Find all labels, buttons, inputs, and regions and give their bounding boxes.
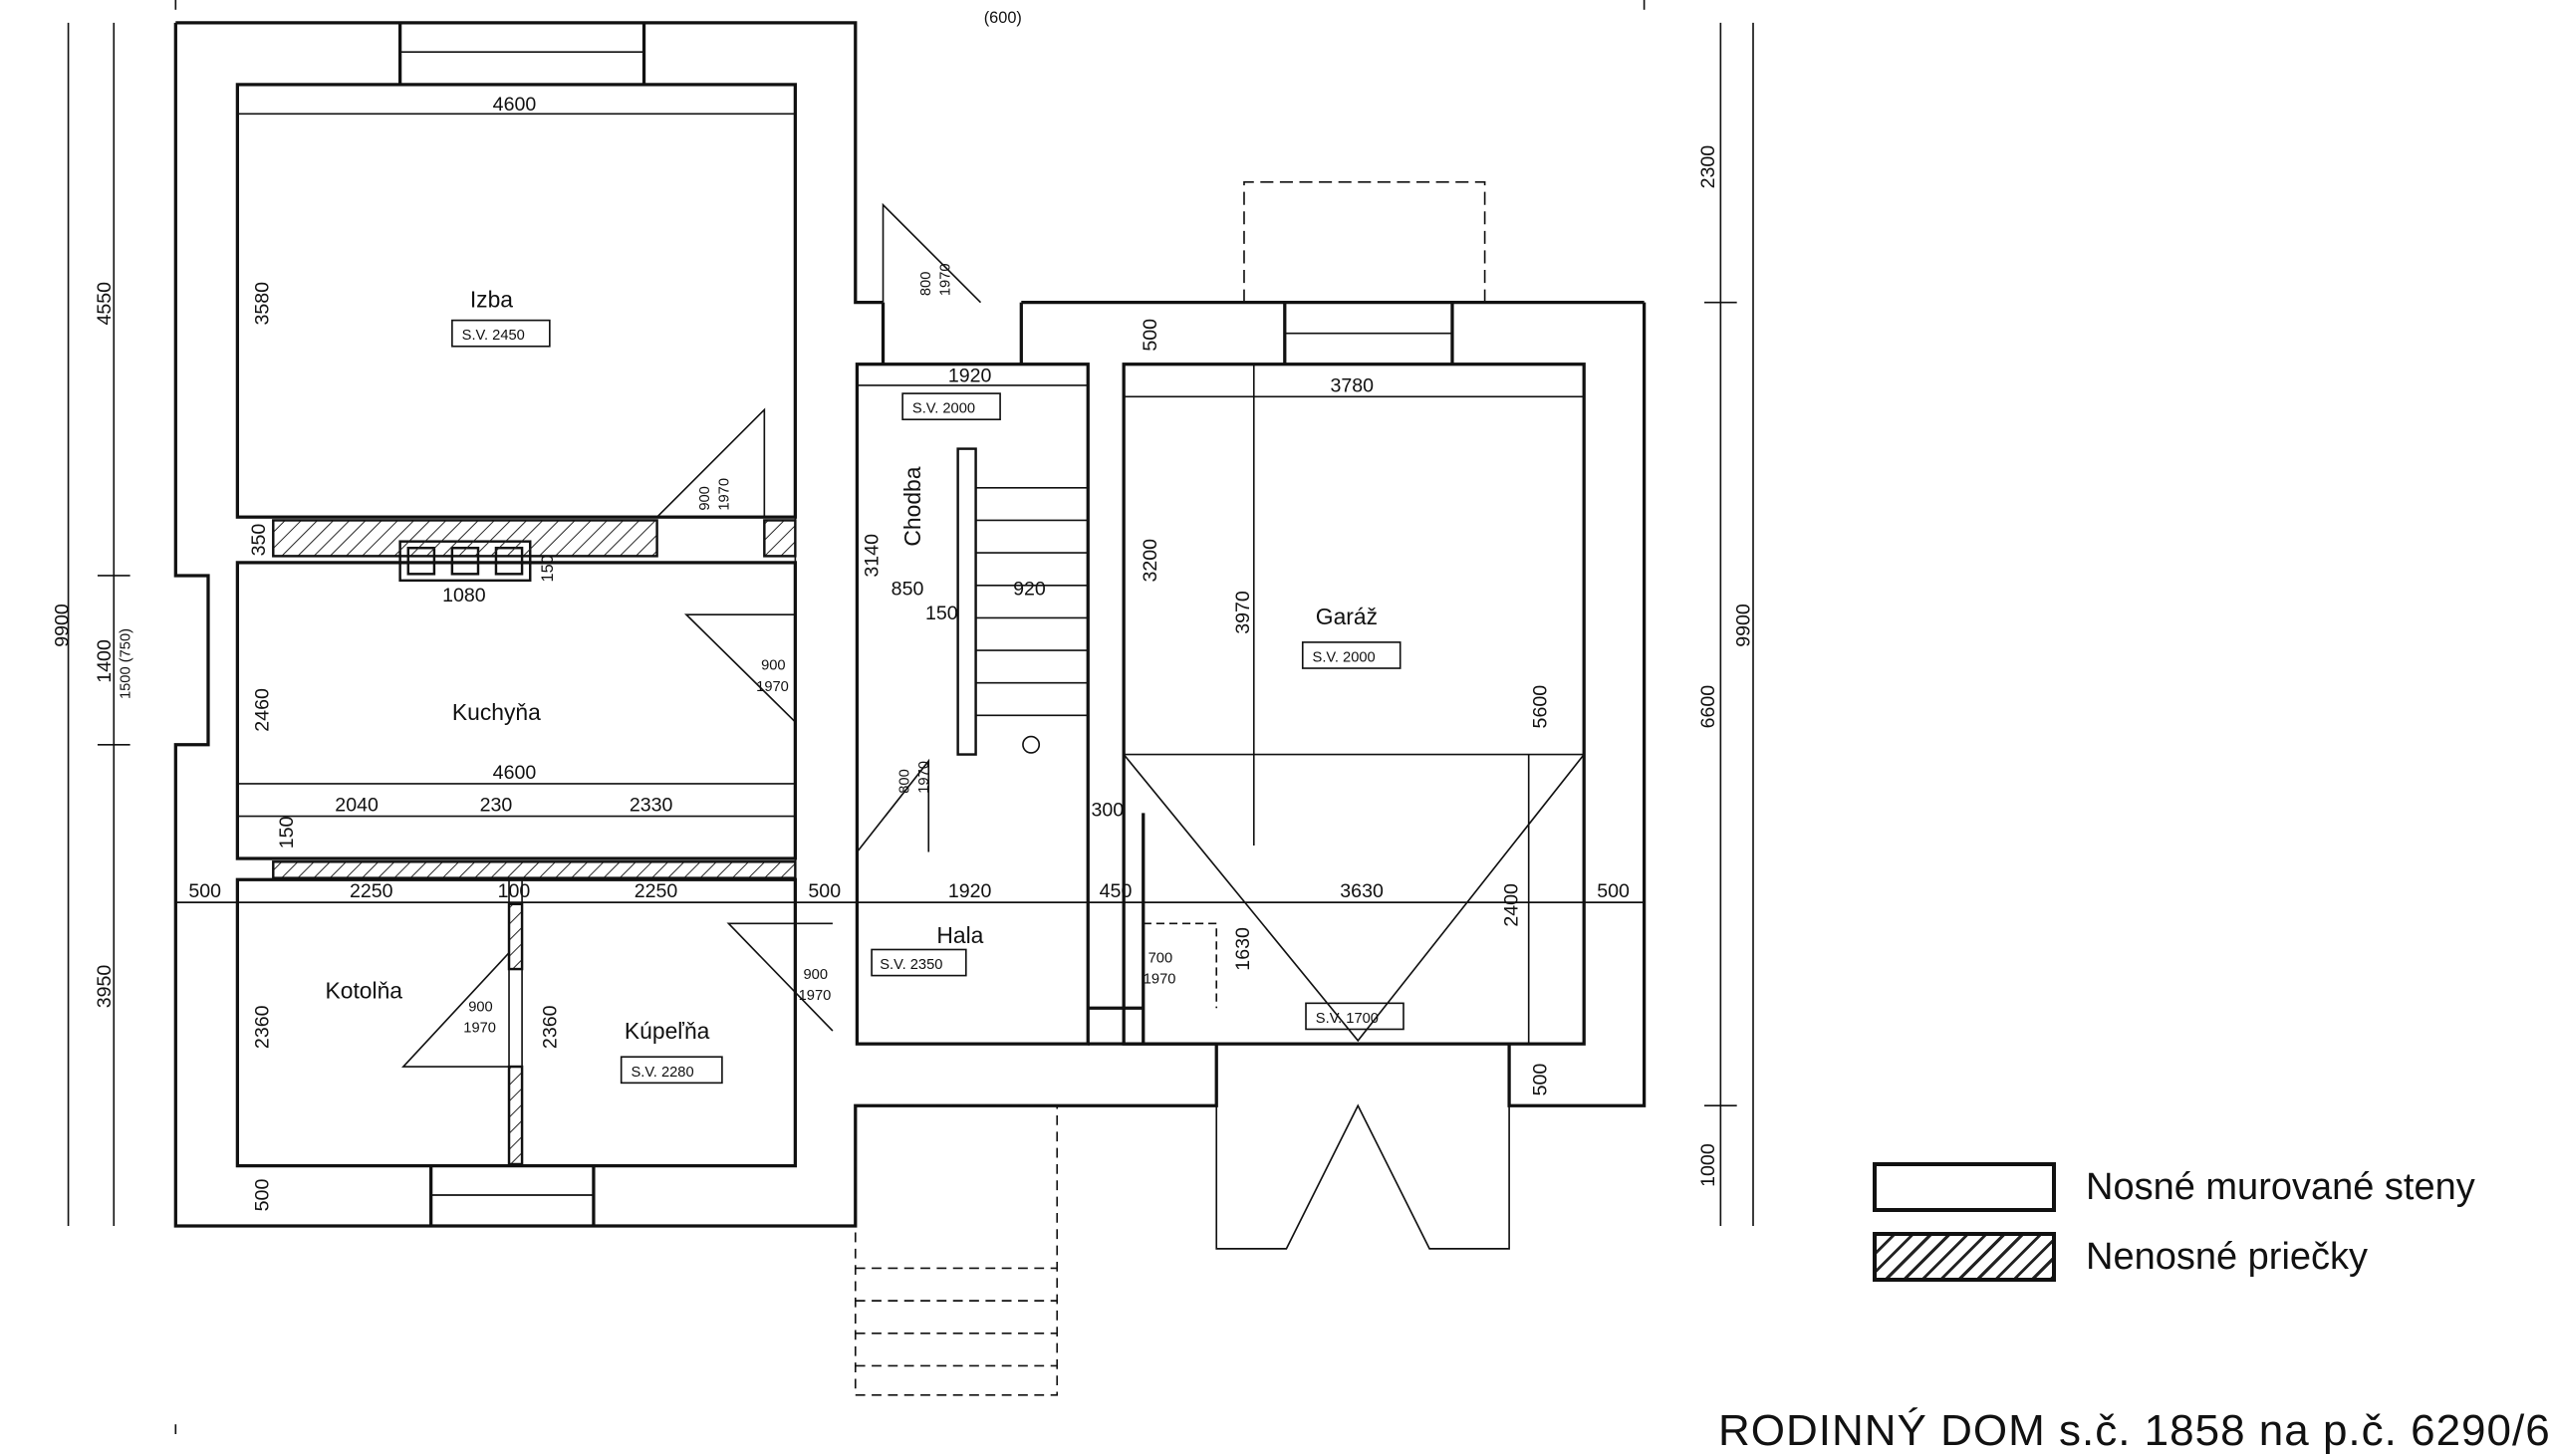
- dim-row-500b: 500: [808, 880, 841, 902]
- door-2-width: 800: [918, 272, 934, 297]
- dim-chimney-width: 1080: [442, 585, 486, 607]
- door-5-height: 1970: [799, 988, 832, 1004]
- dim-left-mid-alt: 1500 (750): [119, 628, 134, 699]
- dim-right-1000: 1000: [1697, 1143, 1719, 1187]
- door-6-height: 1970: [463, 1021, 496, 1037]
- dim-k-2330: 2330: [630, 795, 673, 817]
- dim-row-2250b: 2250: [635, 880, 678, 902]
- dim-kotolna-depth: 2360: [251, 1005, 273, 1049]
- dim-k-2040: 2040: [335, 795, 379, 817]
- dim-left-mid: 1400: [94, 639, 116, 683]
- room-izba-name: Izba: [470, 287, 513, 313]
- dim-row-100: 100: [498, 880, 531, 902]
- dim-left-upper: 4550: [94, 282, 116, 326]
- dim-right-6600: 6600: [1697, 685, 1719, 729]
- dim-garage-3970: 3970: [1232, 591, 1254, 634]
- legend-label-load-bearing: Nosné murované steny: [2086, 1165, 2475, 1208]
- door-5-width: 900: [804, 967, 829, 983]
- legend-row-load-bearing: Nosné murované steny: [1873, 1158, 2530, 1216]
- drawing-title: RODINNÝ DOM s.č. 1858 na p.č. 6290/6: [1718, 1406, 2550, 1455]
- dim-garage-1630: 1630: [1232, 927, 1254, 971]
- dim-left-total: 9900: [52, 604, 74, 647]
- dim-row-500c: 500: [1597, 880, 1630, 902]
- dim-garage-bottom-500: 500: [1530, 1064, 1552, 1096]
- wall-outlines: [173, 21, 1647, 1396]
- door-7-height: 1970: [1144, 972, 1176, 988]
- dim-row-450: 450: [1100, 880, 1133, 902]
- door-3-height: 1970: [756, 679, 789, 695]
- dim-izba-depth: 3580: [251, 282, 273, 326]
- legend: Nosné murované steny Nenosné priečky: [1873, 1158, 2530, 1298]
- dim-right-2300: 2300: [1697, 145, 1719, 189]
- dim-wall-350: 350: [248, 524, 270, 557]
- legend-swatch-solid: [1873, 1162, 2056, 1212]
- dim-stair-920: 920: [1013, 579, 1046, 601]
- dim-stair-150: 150: [925, 603, 958, 624]
- dim-garage-300: 300: [1092, 800, 1125, 822]
- dim-chodba-depth: 3140: [862, 534, 884, 578]
- dim-stair-850: 850: [892, 579, 924, 601]
- dim-top-partial: (600): [984, 9, 1022, 27]
- room-kuchyna-name: Kuchyňa: [452, 699, 541, 725]
- dim-row-1920: 1920: [948, 880, 992, 902]
- dimension-labels: (600) 4600 3580 9900 4550 1400 1500 (750…: [52, 9, 1755, 1211]
- dim-kitchen-width: 4600: [493, 762, 537, 784]
- legend-swatch-hatched: [1873, 1232, 2056, 1282]
- room-kupelna-height: S.V. 2280: [631, 1065, 693, 1081]
- room-garaz-lower-height: S.V. 1700: [1316, 1011, 1379, 1027]
- dim-kitchen-depth: 2460: [251, 688, 273, 732]
- dim-right-9900: 9900: [1733, 604, 1755, 647]
- dim-k-230: 230: [480, 795, 513, 817]
- dim-k-150: 150: [276, 816, 298, 849]
- door-6-width: 900: [468, 1000, 493, 1016]
- room-kupelna-name: Kúpeľňa: [625, 1018, 710, 1044]
- room-chodba-height: S.V. 2000: [912, 401, 975, 417]
- dim-garage-3200: 3200: [1140, 539, 1161, 583]
- dim-bottom-500: 500: [251, 1179, 273, 1212]
- partition-walls: [272, 519, 797, 1166]
- door-4-height: 1970: [916, 761, 932, 794]
- dim-row-500a: 500: [188, 880, 221, 902]
- door-2-height: 1970: [937, 263, 953, 296]
- door-4-width: 800: [897, 769, 913, 794]
- legend-label-partitions: Nenosné priečky: [2086, 1235, 2369, 1278]
- room-hala-name: Hala: [936, 922, 983, 948]
- dim-garage-width: 3780: [1331, 374, 1375, 396]
- dim-izba-width: 4600: [493, 94, 537, 116]
- door-3-width: 900: [761, 658, 786, 674]
- door-labels: 900 1970 800 1970 900 1970 800 1970 900 …: [463, 263, 1175, 1036]
- door-1-width: 900: [697, 486, 713, 511]
- room-garaz-name: Garáž: [1316, 604, 1378, 629]
- dim-garage-5600: 5600: [1530, 685, 1552, 729]
- door-7-width: 700: [1148, 951, 1173, 967]
- dim-garage-top-500: 500: [1140, 319, 1161, 352]
- dim-garage-2400: 2400: [1500, 883, 1522, 927]
- dim-kupelna-depth: 2360: [539, 1005, 561, 1049]
- room-chodba-name: Chodba: [899, 466, 925, 546]
- dim-chodba-width: 1920: [948, 365, 992, 387]
- dim-left-lower: 3950: [94, 965, 116, 1009]
- room-labels: Izba S.V. 2450 Chodba S.V. 2000 Garáž S.…: [326, 287, 1404, 1085]
- dim-chimney-150: 150: [539, 555, 557, 582]
- dim-row-3630: 3630: [1340, 880, 1384, 902]
- room-hala-height: S.V. 2350: [880, 957, 942, 973]
- dimension-lines: [67, 0, 1754, 1434]
- door-1-height: 1970: [716, 478, 732, 511]
- room-izba-height: S.V. 2450: [462, 328, 525, 344]
- legend-row-partitions: Nenosné priečky: [1873, 1228, 2530, 1286]
- dim-row-2250a: 2250: [350, 880, 393, 902]
- room-garaz-height: S.V. 2000: [1313, 649, 1376, 665]
- room-kotolna-name: Kotolňa: [326, 977, 403, 1003]
